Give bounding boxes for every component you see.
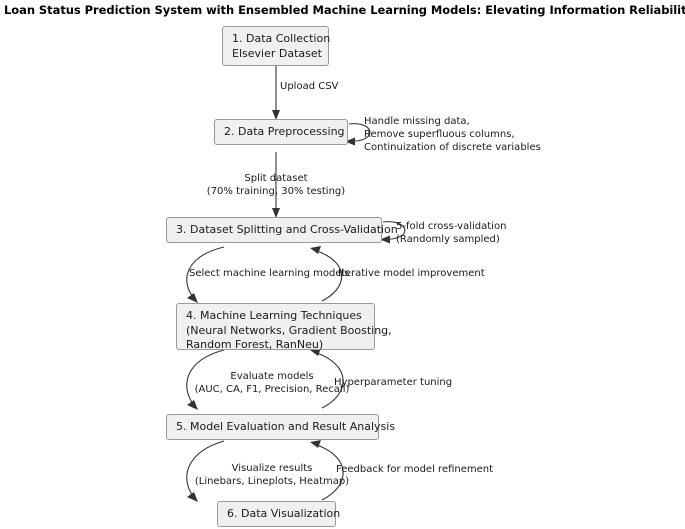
node-dataset-splitting[interactable]: 3. Dataset Splitting and Cross-Validatio… [166,217,398,243]
edge-label-cross-validation: 5-fold cross-validation (Randomly sample… [396,221,507,245]
edge-label-iterative-improvement: Iterative model improvement [338,268,485,279]
edge-label-evaluate-models: Evaluate models (AUC, CA, F1, Precision,… [194,371,350,395]
node-data-visualization[interactable]: 6. Data Visualization [217,501,340,527]
edge-label-hyperparameter-tuning: Hyperparameter tuning [334,377,453,388]
edge-label-select-models: Select machine learning models [189,268,350,279]
node-data-preprocessing[interactable]: 2. Data Preprocessing [214,119,348,145]
edge-label-split-dataset: Split dataset (70% training, 30% testing… [206,173,346,197]
node-data-collection[interactable]: 1. Data Collection Elsevier Dataset [222,26,330,66]
edge-label-preprocessing-steps: Handle missing data, Remove superfluous … [364,116,541,153]
node-ml-techniques[interactable]: 4. Machine Learning Techniques (Neural N… [176,303,392,351]
edge-label-visualize-results: Visualize results (Linebars, Lineplots, … [194,463,350,487]
page-title: Loan Status Prediction System with Ensem… [4,3,685,17]
edge-label-upload-csv: Upload CSV [280,81,339,92]
node-model-evaluation[interactable]: 5. Model Evaluation and Result Analysis [166,414,395,440]
edge-collection-to-preprocessing [272,66,280,120]
edge-label-feedback-refinement: Feedback for model refinement [336,464,494,475]
